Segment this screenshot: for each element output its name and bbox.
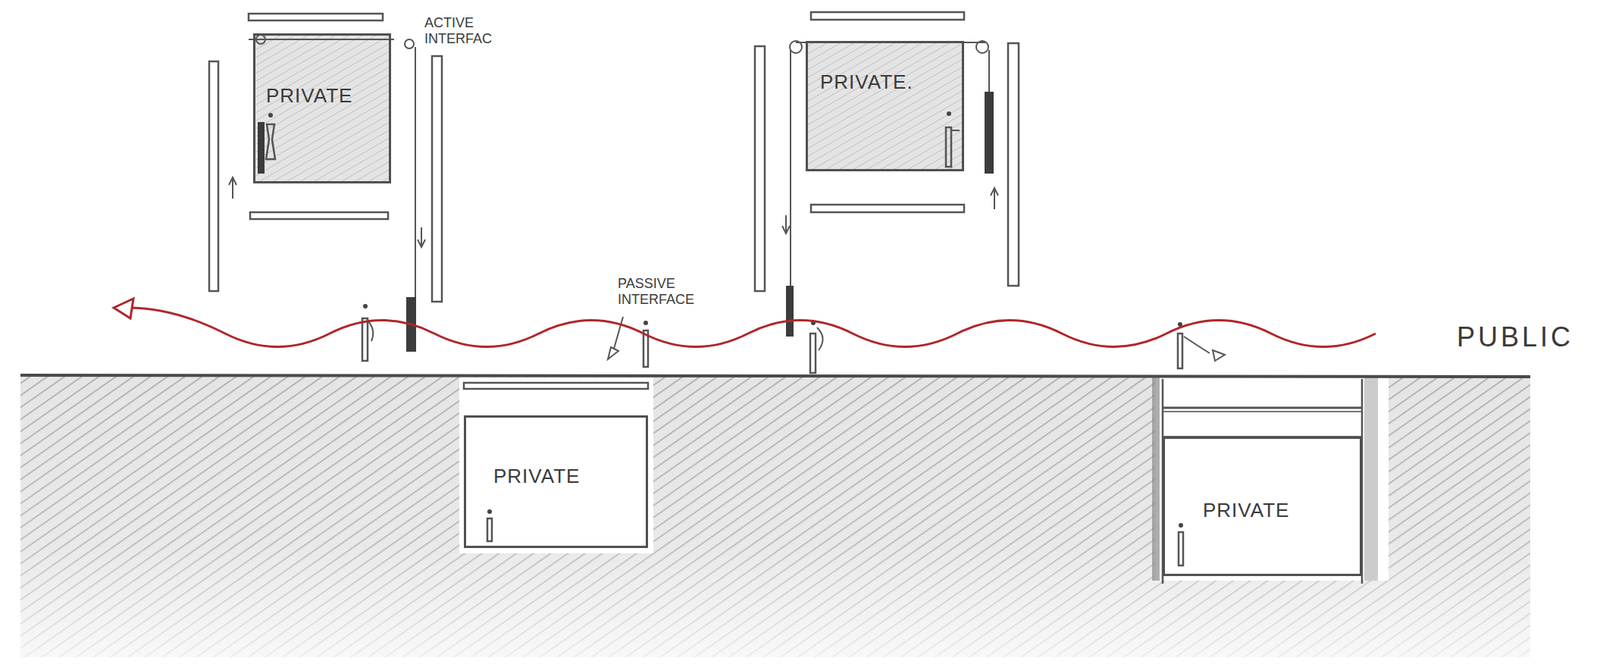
annotation-label: PUBLIC (1456, 321, 1574, 353)
space-label: PRIVATE. (820, 70, 914, 94)
space-label: PRIVATE (493, 464, 580, 489)
annotation-label: PASSIVE INTERFACE (617, 275, 724, 307)
private-space-box: PRIVATE (253, 33, 392, 184)
annotation-label: ACTIVE INTERFAC (424, 15, 520, 47)
private-space-box: PRIVATE. (805, 40, 965, 172)
private-space-box: PRIVATE (463, 415, 649, 548)
private-space-box: PRIVATE (1162, 436, 1363, 577)
space-label: PRIVATE (1202, 498, 1290, 523)
space-label: PRIVATE (266, 84, 353, 108)
